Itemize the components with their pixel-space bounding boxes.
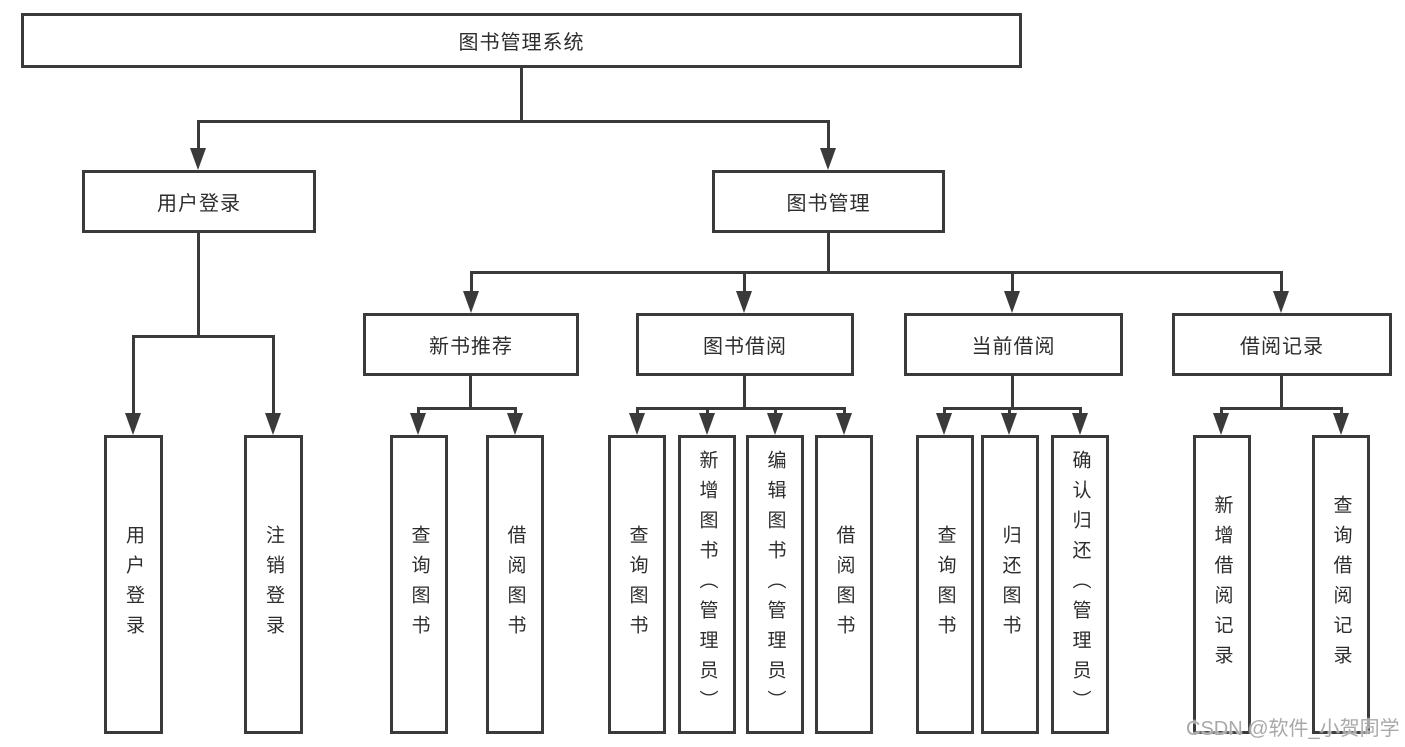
node-new-book-recommend-label: 新书推荐 xyxy=(429,336,513,358)
leaf-records-add-label: 新增借阅记录 xyxy=(1211,494,1233,675)
leaf-borrow-query: 查询图书 xyxy=(608,435,666,734)
connector-line xyxy=(197,120,830,123)
node-book-borrow-label: 图书借阅 xyxy=(703,336,787,358)
leaf-current-query: 查询图书 xyxy=(916,435,974,734)
leaf-user-login: 用户登录 xyxy=(104,435,163,734)
arrowhead-icon xyxy=(463,291,479,313)
connector-line xyxy=(827,233,830,273)
leaf-current-return: 归还图书 xyxy=(981,435,1039,734)
connector-line xyxy=(1011,376,1014,409)
connector-line xyxy=(514,407,517,417)
leaf-current-confirm-return-label: 确认归还（管理员） xyxy=(1069,449,1091,720)
connector-line xyxy=(1011,271,1014,293)
arrowhead-icon xyxy=(1001,413,1017,435)
arrowhead-icon xyxy=(1072,413,1088,435)
node-current-borrow-label: 当前借阅 xyxy=(971,336,1056,358)
node-borrow-records-label: 借阅记录 xyxy=(1240,336,1324,358)
connector-line xyxy=(743,271,746,293)
leaf-borrow-edit-book: 编辑图书（管理员） xyxy=(746,435,804,734)
connector-line xyxy=(1280,376,1283,409)
arrowhead-icon xyxy=(836,413,852,435)
connector-line xyxy=(470,271,1283,274)
leaf-borrow-add-book-label: 新增图书（管理员） xyxy=(696,449,718,720)
arrowhead-icon xyxy=(1004,291,1020,313)
node-new-book-recommend: 新书推荐 xyxy=(363,313,579,376)
arrowhead-icon xyxy=(1273,291,1289,313)
connector-line xyxy=(943,407,1082,410)
leaf-records-query: 查询借阅记录 xyxy=(1312,435,1370,734)
leaf-current-confirm-return: 确认归还（管理员） xyxy=(1051,435,1109,734)
connector-line xyxy=(132,335,135,415)
arrowhead-icon xyxy=(767,413,783,435)
arrowhead-icon xyxy=(265,413,281,435)
leaf-logout-label: 注销登录 xyxy=(263,524,284,645)
leaf-current-return-label: 归还图书 xyxy=(999,524,1021,645)
connector-line xyxy=(843,407,846,417)
leaf-borrow-borrow-book-label: 借阅图书 xyxy=(833,524,855,645)
leaf-newbooks-borrow-label: 借阅图书 xyxy=(504,524,526,645)
node-root: 图书管理系统 xyxy=(21,13,1022,68)
connector-line xyxy=(197,233,200,337)
connector-line xyxy=(636,407,639,417)
leaf-records-add: 新增借阅记录 xyxy=(1193,435,1251,734)
node-book-management-label: 图书管理 xyxy=(786,193,871,215)
arrowhead-icon xyxy=(125,413,141,435)
connector-line xyxy=(1220,407,1223,417)
node-book-borrow: 图书借阅 xyxy=(636,313,854,376)
connector-line xyxy=(1008,407,1011,417)
connector-line xyxy=(636,407,845,410)
connector-line xyxy=(706,407,709,417)
arrowhead-icon xyxy=(629,413,645,435)
connector-line xyxy=(470,271,473,293)
connector-line xyxy=(520,68,523,122)
arrowhead-icon xyxy=(936,413,952,435)
node-root-label: 图书管理系统 xyxy=(458,32,585,54)
connector-line xyxy=(943,407,946,417)
node-user-login-label: 用户登录 xyxy=(157,193,241,215)
arrowhead-icon xyxy=(699,413,715,435)
node-borrow-records: 借阅记录 xyxy=(1172,313,1392,376)
node-book-management: 图书管理 xyxy=(712,170,945,233)
leaf-user-login-label: 用户登录 xyxy=(123,524,144,645)
arrowhead-icon xyxy=(1213,413,1229,435)
leaf-logout: 注销登录 xyxy=(244,435,303,734)
connector-line xyxy=(417,407,517,410)
csdn-watermark: CSDN @软件_小贺同学 xyxy=(1186,718,1400,740)
node-user-login: 用户登录 xyxy=(82,170,316,233)
leaf-newbooks-query: 查询图书 xyxy=(390,435,448,734)
arrowhead-icon xyxy=(507,413,523,435)
connector-line xyxy=(1220,407,1343,410)
connector-line xyxy=(469,376,472,409)
leaf-borrow-borrow-book: 借阅图书 xyxy=(815,435,873,734)
connector-line xyxy=(1340,407,1343,417)
connector-line xyxy=(1280,271,1283,293)
connector-line xyxy=(417,407,420,417)
arrowhead-icon xyxy=(1333,413,1349,435)
connector-line xyxy=(272,335,275,415)
connector-line xyxy=(743,376,746,409)
connector-line xyxy=(197,120,200,150)
leaf-newbooks-borrow: 借阅图书 xyxy=(486,435,544,734)
leaf-borrow-query-label: 查询图书 xyxy=(626,524,648,645)
leaf-records-query-label: 查询借阅记录 xyxy=(1330,494,1352,675)
arrowhead-icon xyxy=(736,291,752,313)
leaf-borrow-add-book: 新增图书（管理员） xyxy=(678,435,736,734)
arrowhead-icon xyxy=(190,148,206,170)
connector-line xyxy=(1079,407,1082,417)
connector-line xyxy=(132,335,275,338)
leaf-current-query-label: 查询图书 xyxy=(934,524,956,645)
arrowhead-icon xyxy=(410,413,426,435)
connector-line xyxy=(827,120,830,150)
leaf-borrow-edit-book-label: 编辑图书（管理员） xyxy=(764,449,786,720)
node-current-borrow: 当前借阅 xyxy=(904,313,1123,376)
connector-line xyxy=(774,407,777,417)
arrowhead-icon xyxy=(820,148,836,170)
leaf-newbooks-query-label: 查询图书 xyxy=(408,524,430,645)
